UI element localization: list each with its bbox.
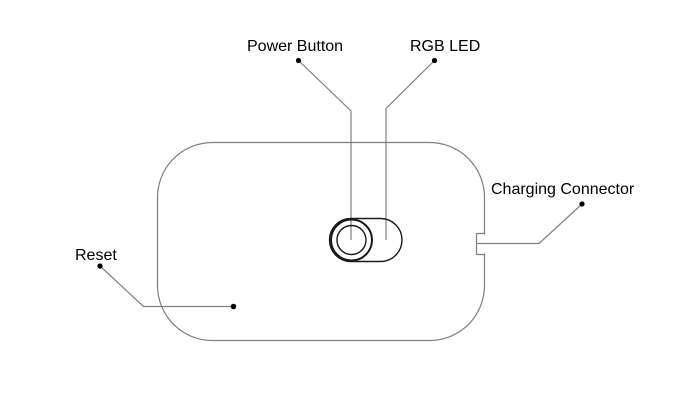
label-rgb-led: RGB LED: [410, 38, 481, 55]
power-button-outer-ring: [330, 218, 373, 262]
dot-reset-label: [97, 263, 103, 269]
device-body-outline: [156, 141, 486, 342]
dot-power-button-label: [295, 57, 302, 64]
power-button-inner-ring: [336, 224, 367, 256]
dot-charging-connector-label: [579, 201, 585, 207]
label-reset: Reset: [75, 247, 117, 264]
label-power-button: Power Button: [247, 38, 344, 55]
rgb-led-pill-outline: [328, 217, 403, 263]
dot-reset-target: [230, 303, 237, 310]
label-charging-connector: Charging Connector: [491, 181, 635, 198]
leader-line-power-button: [298, 60, 352, 240]
dot-rgb-led-label: [431, 57, 438, 64]
leader-line-charging-connector: [476, 203, 583, 245]
leader-line-rgb-led: [385, 60, 435, 240]
leader-line-reset: [99, 265, 234, 308]
